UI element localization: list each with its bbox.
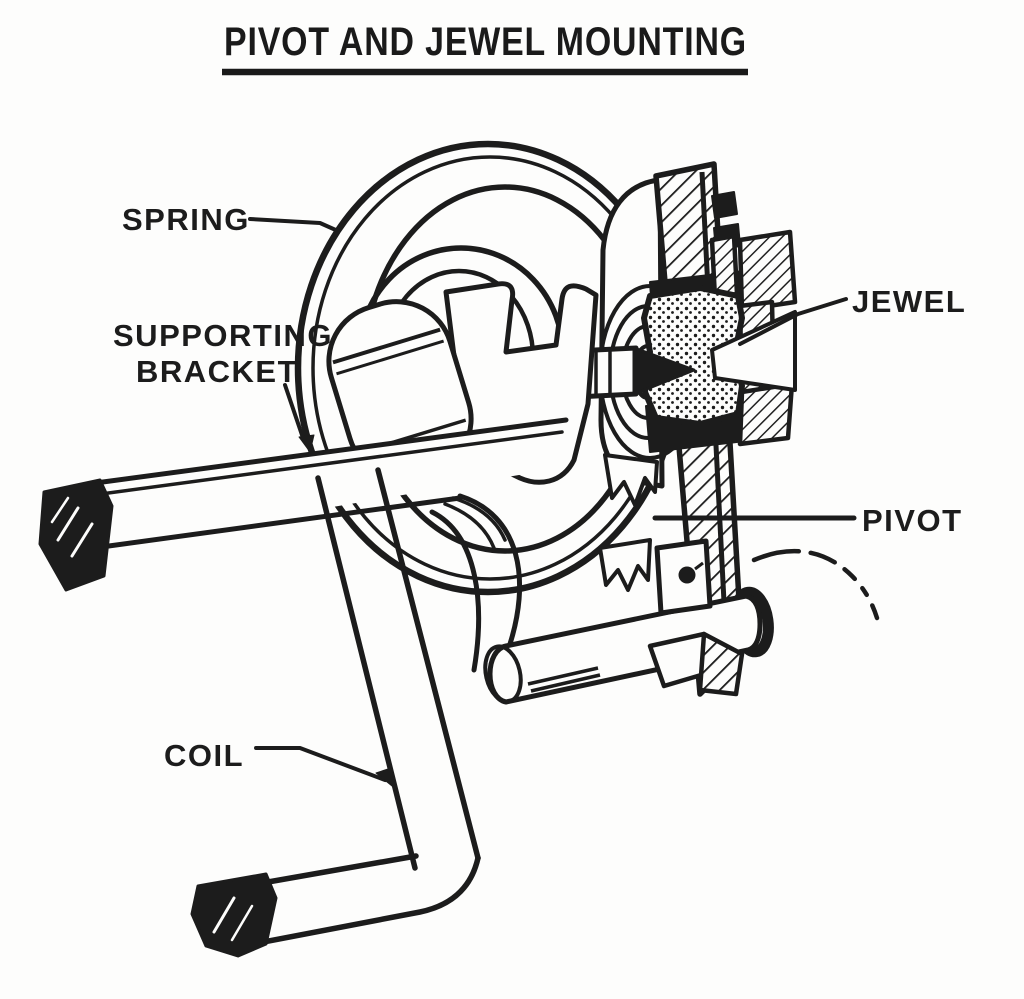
leader-lines bbox=[248, 217, 857, 787]
supporting-bracket-label-line2: BRACKET bbox=[136, 354, 298, 389]
page-title: PIVOT AND JEWEL MOUNTING bbox=[224, 20, 747, 64]
spring-label: SPRING bbox=[122, 202, 250, 237]
plate-top-tab bbox=[711, 191, 738, 219]
bracket-end-cap bbox=[38, 478, 114, 592]
screw-hole bbox=[678, 566, 696, 584]
pivot-label: PIVOT bbox=[862, 503, 963, 538]
base-cylinder bbox=[483, 538, 774, 705]
jewel-leader-line bbox=[738, 297, 848, 346]
jewel-seat-opening bbox=[710, 310, 797, 392]
pivot-cone-tip bbox=[632, 346, 696, 396]
supporting-bracket-leader-line bbox=[283, 383, 305, 440]
jewel-label: JEWEL bbox=[852, 284, 966, 319]
coil-end-cap bbox=[190, 872, 278, 958]
spring-leader-line bbox=[248, 217, 340, 233]
coil-label: COIL bbox=[164, 738, 244, 773]
support-bracket bbox=[38, 417, 569, 592]
coil-loop bbox=[190, 467, 481, 958]
coil-leader-line bbox=[254, 746, 387, 782]
figure-title: PIVOT AND JEWEL MOUNTING bbox=[222, 20, 748, 76]
coil-arrowhead bbox=[375, 767, 393, 787]
supporting-bracket-arrowhead bbox=[298, 434, 315, 453]
part-labels: SPRING SUPPORTING BRACKET JEWEL PIVOT CO… bbox=[113, 202, 966, 773]
bracket-bend-arm bbox=[429, 493, 523, 673]
torn-edge-upper bbox=[603, 453, 659, 507]
jewel bbox=[641, 285, 797, 427]
spring-wire-dashed bbox=[751, 548, 880, 621]
supporting-bracket-label-line1: SUPPORTING bbox=[113, 318, 333, 353]
torn-edge-lower bbox=[598, 538, 652, 592]
